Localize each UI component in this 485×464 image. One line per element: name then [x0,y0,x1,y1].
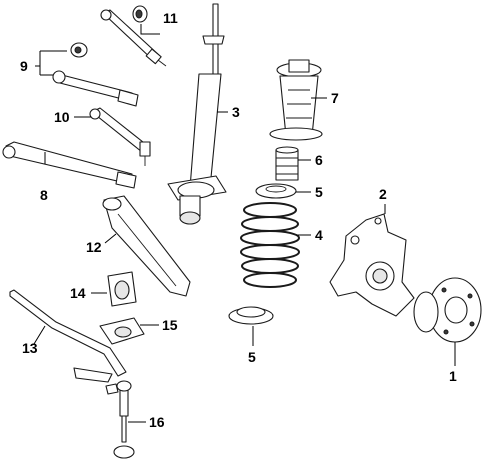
upper-spring-seat-part [255,183,297,199]
leader-line-13 [33,325,46,345]
callout-8: 8 [40,187,48,203]
leader-lines [33,24,456,423]
bracket-part [99,317,145,345]
callout-16: 16 [149,414,165,430]
lateral-link-part [52,70,139,107]
callout-5b: 5 [248,349,256,365]
leader-line-9 [35,50,67,76]
bushing-part-9 [70,42,88,58]
callout-9: 9 [20,58,28,74]
coil-spring-part [240,202,300,288]
toe-link-part [89,107,151,166]
callout-6: 6 [315,152,323,168]
callout-1: 1 [449,368,457,384]
shock-absorber-part [167,3,227,225]
callout-5a: 5 [315,184,323,200]
callouts: 1 2 3 4 5 5 6 7 8 9 10 11 12 13 14 15 16 [20,10,457,430]
leader-line-12 [104,233,117,244]
callout-14: 14 [70,285,86,301]
stabilizer-link-part [105,380,135,459]
hub-bearing-part [413,277,482,343]
leader-line-11 [140,24,160,35]
bushing-part-14 [107,271,137,307]
lower-spring-seat-part [228,306,274,325]
callout-3: 3 [232,104,240,120]
callout-13: 13 [22,340,38,356]
callout-15: 15 [162,317,178,333]
bump-stop-part [275,146,299,181]
callout-12: 12 [86,239,102,255]
strut-mount-part [269,59,323,141]
stabilizer-bar-part [9,289,127,383]
callout-2: 2 [379,186,387,202]
callout-4: 4 [315,227,323,243]
trailing-arm-part [102,195,191,297]
lower-control-arm-part [2,141,137,189]
knuckle-part [329,213,415,317]
bushing-part-11 [132,5,148,23]
callout-7: 7 [331,90,339,106]
callout-11: 11 [163,10,178,26]
upper-control-arm-part [100,9,167,67]
callout-10: 10 [54,109,70,125]
